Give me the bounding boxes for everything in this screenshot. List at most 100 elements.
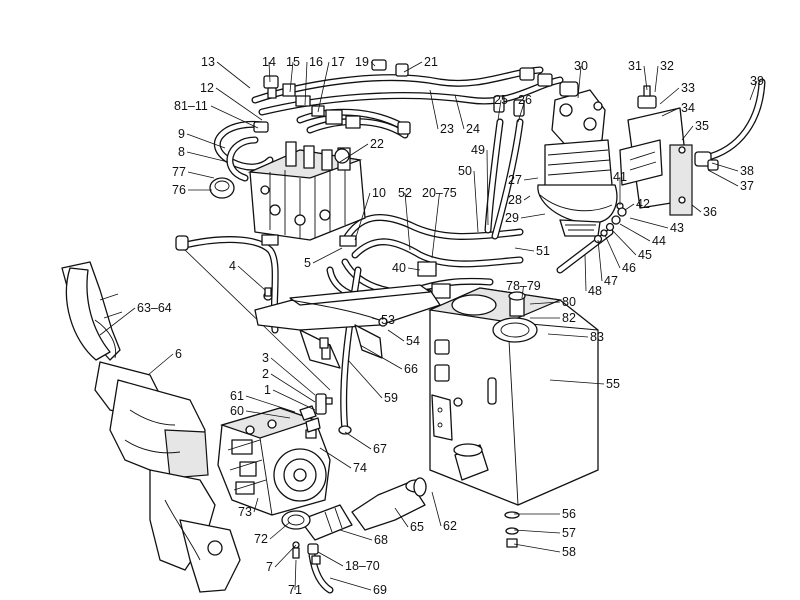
callout-label: 28 (508, 193, 522, 207)
leader-line (523, 195, 531, 201)
leader-line (654, 65, 659, 93)
drain-plug (504, 511, 520, 548)
callout-label: 42 (636, 197, 650, 211)
control-valve (247, 141, 366, 247)
callout-label: 45 (638, 248, 652, 262)
leader-line (514, 247, 535, 252)
callout-label: 80 (562, 295, 576, 309)
swing-motor (537, 81, 618, 237)
callout-label: 77 (172, 165, 186, 179)
callout-label: 32 (660, 59, 674, 73)
leader-line (749, 80, 758, 101)
leader-line (186, 151, 229, 163)
callout-label: 55 (606, 377, 620, 391)
leader-line (187, 171, 215, 179)
leader-line (294, 559, 297, 591)
leader-line (691, 204, 702, 213)
leader-line (186, 133, 226, 149)
leader-line (268, 61, 271, 83)
leader-line (643, 65, 648, 91)
leader-line (517, 99, 526, 123)
leader-line (339, 143, 369, 163)
leader-line (147, 353, 174, 376)
leader-line (520, 213, 546, 219)
exhaust-assembly (61, 261, 241, 593)
callout-label: 17 (331, 55, 345, 69)
leader-line (215, 87, 263, 121)
leader-line (711, 162, 739, 172)
leader-line (431, 192, 440, 259)
leader-line (339, 529, 373, 541)
small-fittings (175, 235, 352, 435)
leader-line (329, 577, 372, 591)
leader-line (431, 491, 442, 527)
callout-label: 72 (254, 532, 268, 546)
leader-line (624, 203, 635, 211)
callout-label: 41 (613, 170, 627, 184)
leader-line (549, 379, 605, 385)
leader-line (319, 447, 352, 469)
callout-label: 8 (178, 145, 185, 159)
callout-label: 35 (695, 119, 709, 133)
leader-line (394, 507, 409, 528)
callout-label: 48 (588, 284, 602, 298)
callout-label: 43 (670, 221, 684, 235)
callout-label: 30 (574, 59, 588, 73)
leader-line (253, 497, 259, 513)
leader-line (237, 265, 266, 291)
callout-label: 14 (262, 55, 276, 69)
callout-label: 65 (410, 520, 424, 534)
callout-label: 19 (355, 55, 369, 69)
callout-label: 22 (370, 137, 384, 151)
leader-line (611, 229, 637, 256)
leader-line (584, 254, 587, 292)
leader-line (486, 149, 489, 226)
callout-label: 83 (590, 330, 604, 344)
callout-label: 51 (536, 244, 550, 258)
leader-line (387, 329, 405, 342)
callout-label: 21 (424, 55, 438, 69)
callout-label: 56 (562, 507, 576, 521)
callout-label: 40 (392, 261, 406, 275)
leader-line (454, 94, 465, 130)
callout-label: 60 (230, 404, 244, 418)
leader-line (210, 105, 259, 129)
callout-label: 6 (175, 347, 182, 361)
bracket-assembly (619, 85, 719, 216)
callout-label: 81–11 (174, 99, 208, 113)
callout-label: 44 (652, 234, 666, 248)
callout-label: 27 (508, 173, 522, 187)
callout-label: 20–75 (422, 186, 457, 200)
callout-label: 58 (562, 545, 576, 559)
leader-line (270, 373, 316, 403)
leader-line (497, 99, 502, 121)
callout-label: 36 (703, 205, 717, 219)
leader-line (513, 543, 561, 553)
leader-line (577, 65, 582, 99)
callout-label: 82 (562, 311, 576, 325)
leader-line (370, 61, 376, 67)
callout-label: 69 (373, 583, 387, 597)
leader-line (619, 223, 651, 242)
callout-label: 16 (309, 55, 323, 69)
callout-label: 63–64 (137, 301, 172, 315)
callout-label: 37 (740, 179, 754, 193)
callout-label: 7 (266, 560, 273, 574)
leader-line (347, 359, 383, 399)
callout-label: 3 (262, 351, 269, 365)
callout-label: 59 (384, 391, 398, 405)
leader-line (597, 239, 603, 282)
leader-line (317, 551, 344, 567)
leader-line (659, 87, 680, 105)
leader-line (359, 344, 403, 370)
callout-label: 78–79 (506, 279, 541, 293)
callout-label: 50 (458, 164, 472, 178)
callout-label: 9 (178, 127, 185, 141)
callout-label: 46 (622, 261, 636, 275)
leader-line (269, 521, 291, 540)
callout-label: 67 (373, 442, 387, 456)
leader-line (403, 61, 423, 73)
leader-line (661, 107, 680, 117)
